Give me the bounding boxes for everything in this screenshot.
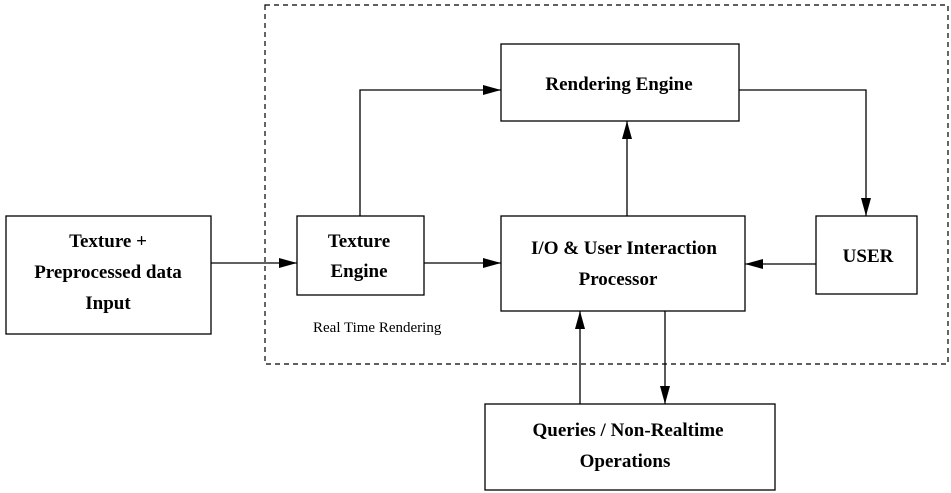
texture-engine-line-1: Texture xyxy=(328,231,390,252)
input-box-line-1: Texture + xyxy=(69,231,147,252)
queries-box: Queries / Non-Realtime Operations xyxy=(484,403,776,491)
user-box: USER xyxy=(815,215,918,295)
edge-rendering-engine-to-user xyxy=(739,89,871,216)
io-processor-line-1: I/O & User Interaction xyxy=(531,238,717,259)
input-box-line-3: Input xyxy=(85,293,131,314)
rendering-engine-box: Rendering Engine xyxy=(500,43,740,122)
real-time-rendering-label: Real Time Rendering xyxy=(313,320,442,336)
edge-texture-engine-to-rendering-engine xyxy=(359,85,501,216)
queries-line-2: Operations xyxy=(580,451,671,472)
input-box-line-2: Preprocessed data xyxy=(34,262,182,283)
real-time-rendering-region: Real Time Rendering xyxy=(264,4,949,365)
texture-engine-line-2: Engine xyxy=(330,261,387,282)
input-box: Texture + Preprocessed data Input xyxy=(5,215,212,335)
user-label: USER xyxy=(843,246,894,267)
io-processor-line-2: Processor xyxy=(579,269,658,290)
rendering-engine-label: Rendering Engine xyxy=(545,74,692,95)
io-processor-box: I/O & User Interaction Processor xyxy=(500,215,746,312)
edges xyxy=(211,85,871,404)
queries-line-1: Queries / Non-Realtime xyxy=(532,420,723,441)
texture-engine-box: Texture Engine xyxy=(296,215,425,296)
